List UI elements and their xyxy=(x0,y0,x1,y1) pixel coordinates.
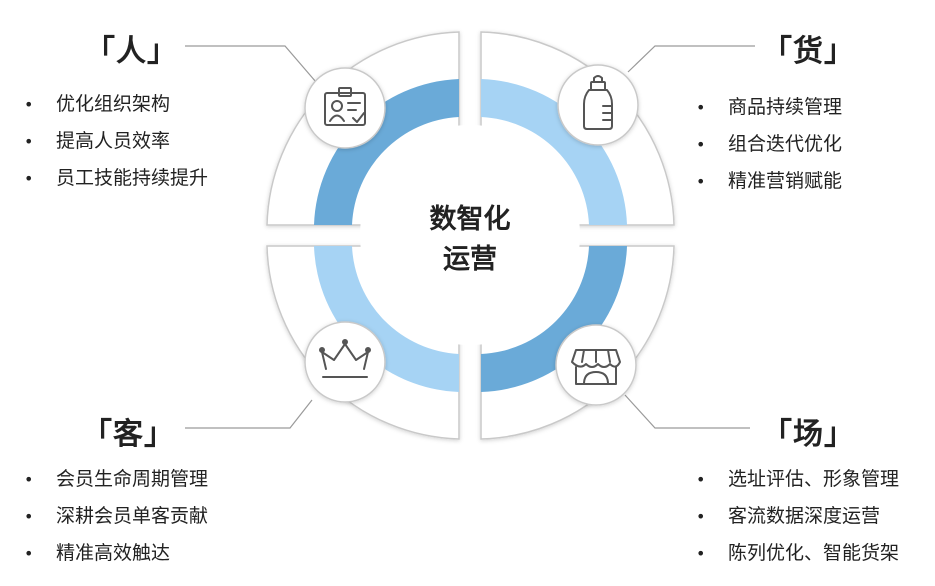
list-item: 员工技能持续提升 xyxy=(22,160,208,197)
crown-icon xyxy=(319,339,371,378)
id-badge-icon xyxy=(324,87,366,126)
bottle-icon xyxy=(583,75,613,130)
list-item: 客流数据深度运营 xyxy=(694,498,899,535)
goods-bullet-list: 商品持续管理 组合迭代优化 精准营销赋能 xyxy=(694,89,842,200)
list-item: 会员生命周期管理 xyxy=(22,461,208,498)
ring-segment-customer xyxy=(314,246,459,392)
connector-lines xyxy=(185,45,755,429)
list-item: 精准高效触达 xyxy=(22,535,208,572)
list-item: 商品持续管理 xyxy=(694,89,842,126)
ring-segment-goods xyxy=(481,79,627,225)
customer-bullet-list: 会员生命周期管理 深耕会员单客贡献 精准高效触达 xyxy=(22,461,208,572)
list-item: 陈列优化、智能货架 xyxy=(694,535,899,572)
ring-segment-people xyxy=(314,79,459,225)
ring-segment-venue xyxy=(481,246,627,392)
center-label-line1: 数智化 xyxy=(429,204,511,235)
customer-title: 「客」 xyxy=(82,417,175,452)
list-item: 提高人员效率 xyxy=(22,123,208,160)
people-title: 「人」 xyxy=(85,34,178,69)
center-circle xyxy=(360,125,580,345)
venue-title: 「场」 xyxy=(762,417,855,452)
center-label: 数智化 运营 xyxy=(390,200,550,280)
list-item: 选址评估、形象管理 xyxy=(694,461,899,498)
list-item: 组合迭代优化 xyxy=(694,126,842,163)
center-label-line2: 运营 xyxy=(443,244,497,275)
store-icon xyxy=(571,349,621,385)
color-ring xyxy=(314,79,627,392)
people-bullet-list: 优化组织架构 提高人员效率 员工技能持续提升 xyxy=(22,86,208,197)
venue-bullet-list: 选址评估、形象管理 客流数据深度运营 陈列优化、智能货架 xyxy=(694,461,899,572)
goods-title: 「货」 xyxy=(762,34,855,69)
list-item: 精准营销赋能 xyxy=(694,163,842,200)
list-item: 优化组织架构 xyxy=(22,86,208,123)
list-item: 深耕会员单客贡献 xyxy=(22,498,208,535)
